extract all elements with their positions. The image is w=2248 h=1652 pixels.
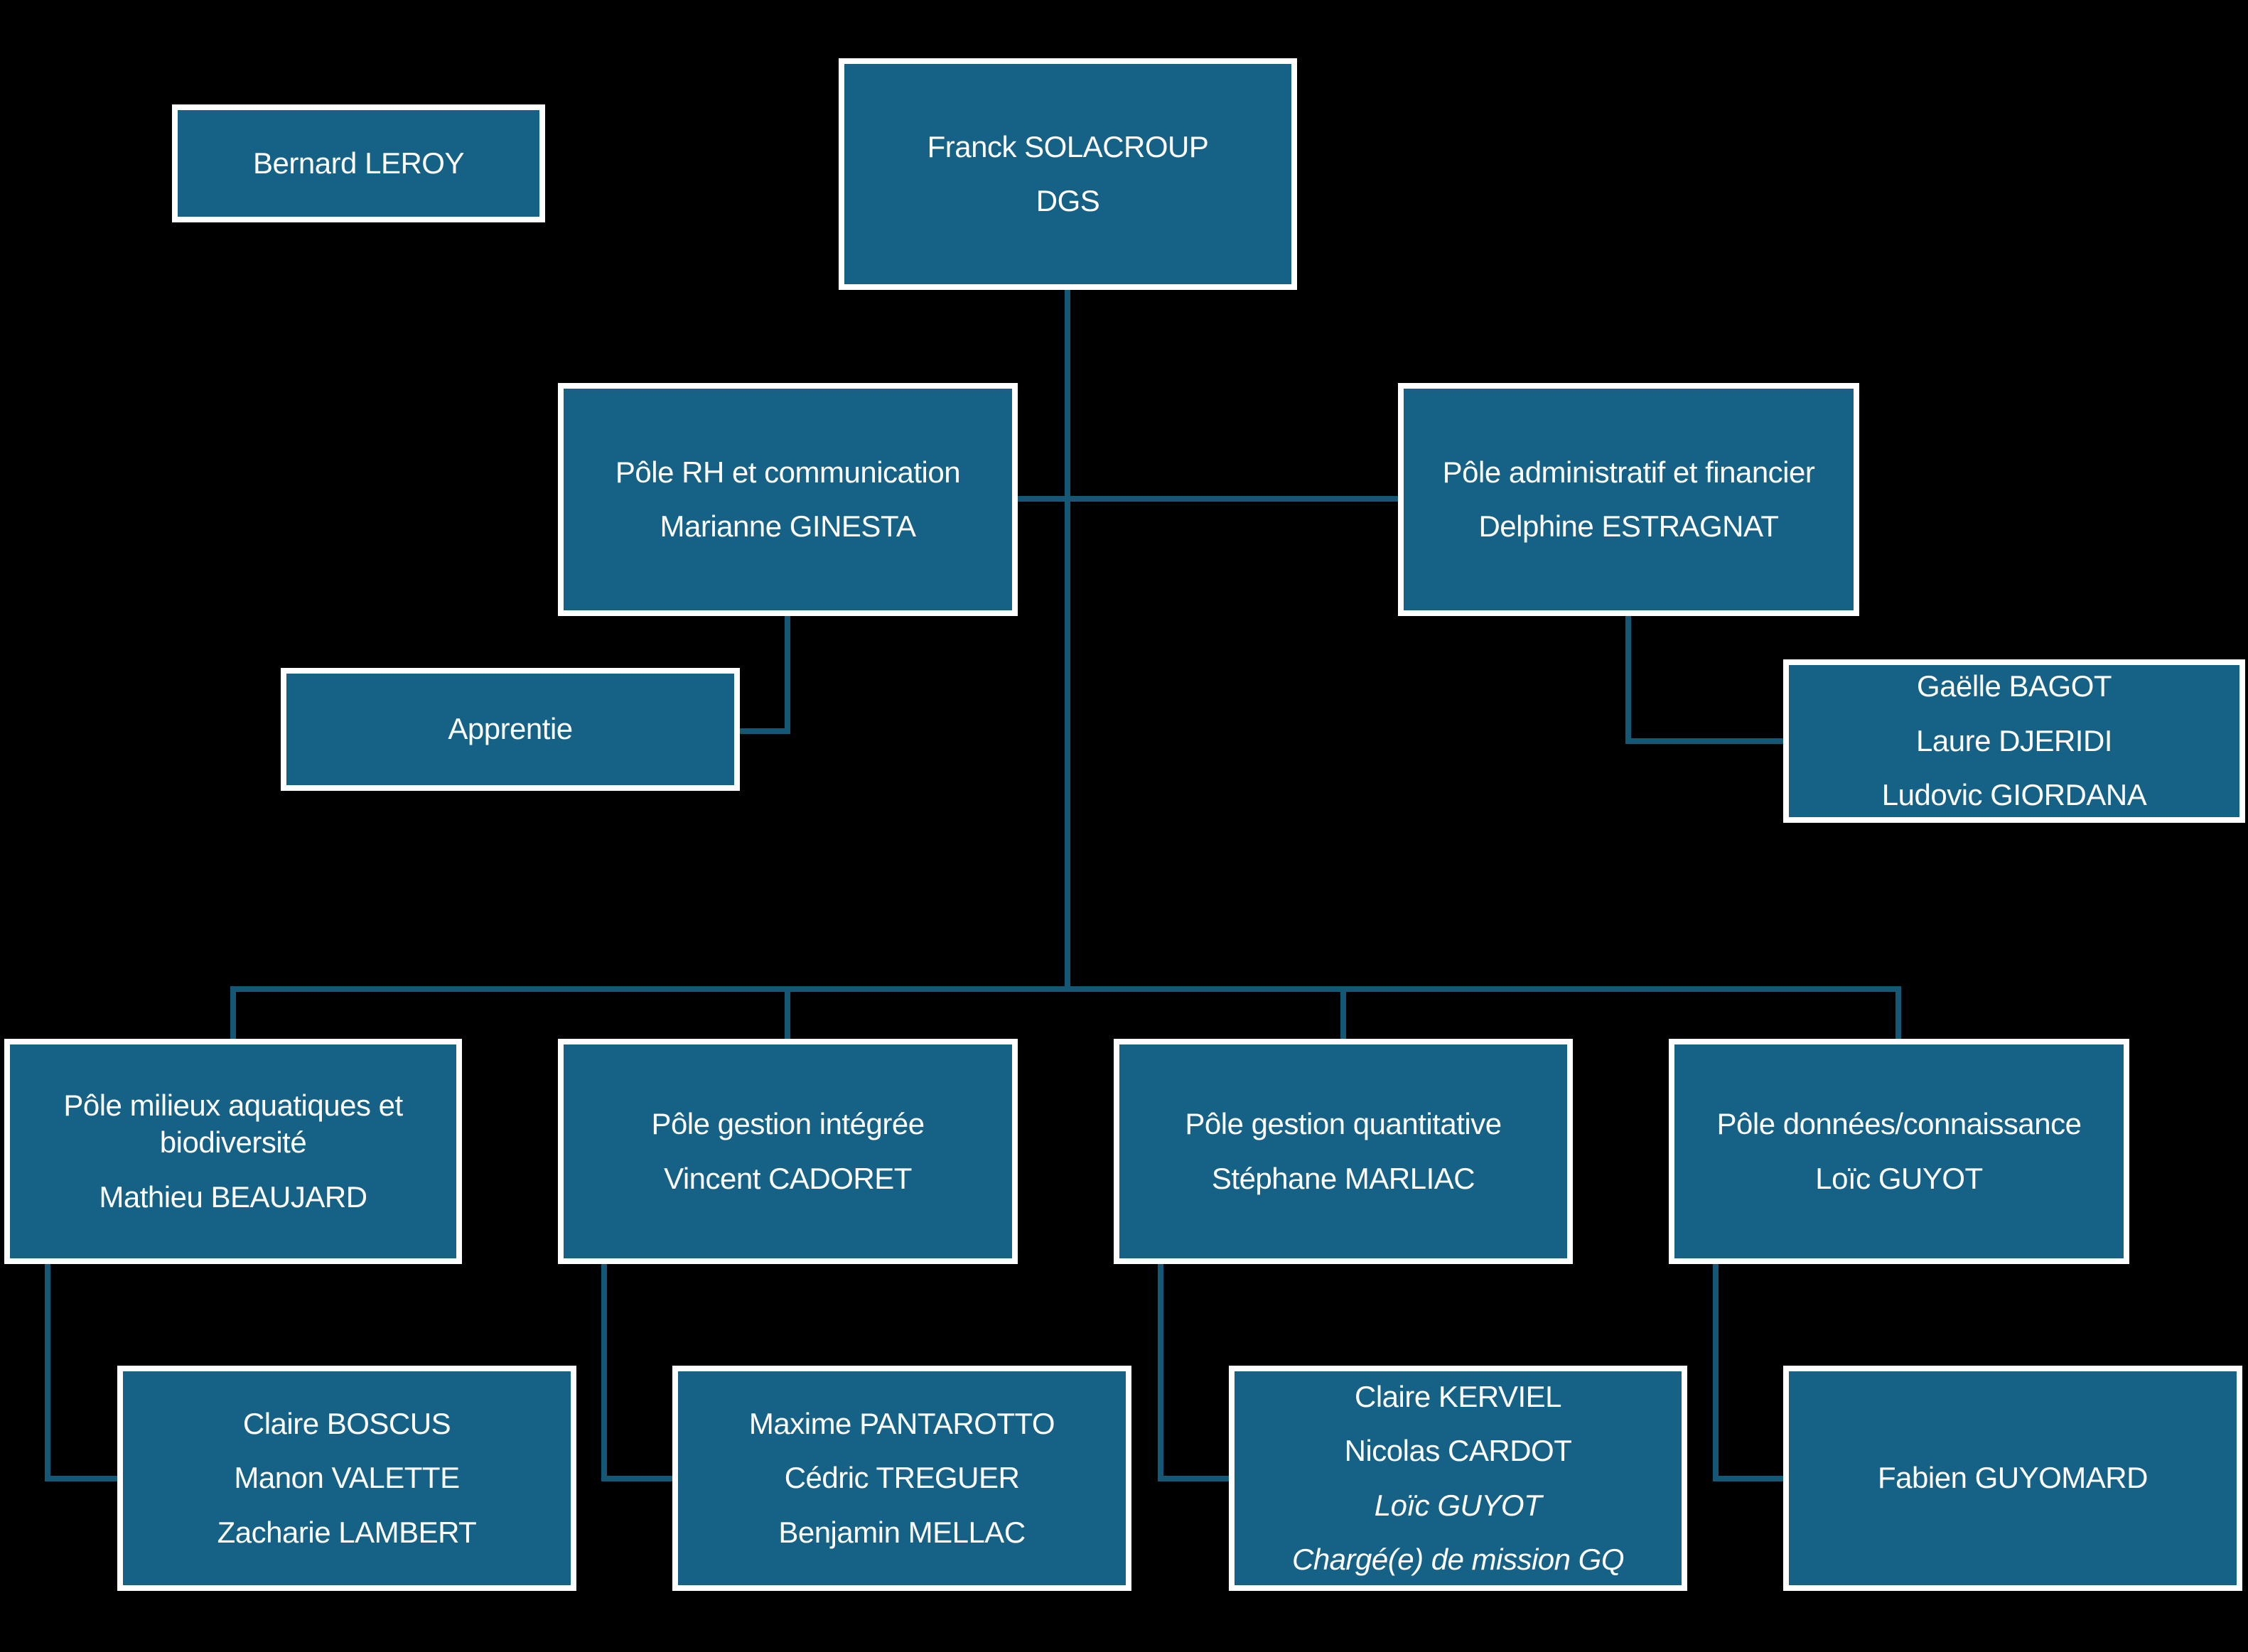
org-node-paragraph: Bernard LEROY bbox=[253, 145, 464, 183]
org-node-paragraph: Benjamin MELLAC bbox=[778, 1514, 1026, 1552]
org-node-equipe-administratif-financier: Gaëlle BAGOT Laure DJERIDI Ludovic GIORDAN… bbox=[1783, 659, 2245, 823]
org-node-text-line: Pôle gestion intégrée bbox=[651, 1107, 925, 1140]
org-node-text-line: Loïc GUYOT bbox=[1815, 1161, 1983, 1195]
org-node-paragraph: Pôle gestion quantitative bbox=[1185, 1106, 1502, 1143]
connector-rh-drop bbox=[785, 616, 790, 734]
org-node-text-line: Loïc GUYOT bbox=[1374, 1488, 1542, 1522]
org-node-text-line: Benjamin MELLAC bbox=[778, 1515, 1026, 1549]
org-node-paragraph: Chargé(e) de mission GQ bbox=[1291, 1541, 1625, 1579]
org-node-paragraph: Pôle gestion intégrée bbox=[651, 1106, 925, 1143]
org-node-paragraph: Cédric TREGUER bbox=[785, 1459, 1020, 1497]
connector-integree-staff-drop bbox=[601, 1264, 607, 1481]
org-node-equipe-milieux-aquatiques: Claire BOSCUS Manon VALETTE Zacharie LAMBE… bbox=[117, 1366, 576, 1591]
org-node-text-line: Claire BOSCUS bbox=[242, 1406, 451, 1440]
connector-admin-drop bbox=[1625, 616, 1631, 744]
connector-quantitative-staff-drop bbox=[1158, 1264, 1163, 1481]
org-node-paragraph: Pôle données/connaissance bbox=[1717, 1106, 2082, 1143]
connector-drop-milieux bbox=[230, 989, 236, 1039]
org-node-paragraph: Pôle RH et communication bbox=[615, 454, 961, 492]
org-node-text-line: Marianne GINESTA bbox=[660, 509, 916, 543]
org-node-text-line: Ludovic GIORDANA bbox=[1881, 778, 2147, 812]
org-node-bernard-leroy: Bernard LEROY bbox=[172, 104, 545, 222]
connector-milieux-staff-drop bbox=[45, 1264, 50, 1481]
org-node-paragraph: Fabien GUYOMARD bbox=[1878, 1459, 2148, 1497]
connector-drop-donnees bbox=[1895, 989, 1901, 1039]
org-node-text-line: Delphine ESTRAGNAT bbox=[1478, 509, 1779, 543]
org-node-text-line: Pôle gestion quantitative bbox=[1185, 1107, 1502, 1140]
org-node-text-line: Manon VALETTE bbox=[234, 1461, 460, 1495]
org-node-paragraph: Laure DJERIDI bbox=[1916, 723, 2112, 760]
connector-donnees-staff-drop bbox=[1713, 1264, 1719, 1481]
org-node-text-line: DGS bbox=[1036, 184, 1100, 217]
connector-rh-admin-link bbox=[1018, 496, 1398, 502]
org-node-text-line: Pôle données/connaissance bbox=[1716, 1107, 2082, 1140]
org-node-paragraph: Loïc GUYOT bbox=[1815, 1160, 1983, 1198]
connector-milieux-staff-elbow bbox=[45, 1476, 117, 1481]
org-node-text-line: Fabien GUYOMARD bbox=[1878, 1461, 2148, 1495]
org-node-dgs: Franck SOLACROUP DGS bbox=[839, 58, 1297, 290]
org-node-paragraph: Marianne GINESTA bbox=[660, 508, 916, 546]
org-node-text-line: Pôle milieux aquatiques et bbox=[63, 1088, 403, 1122]
org-node-text-line: Cédric TREGUER bbox=[784, 1461, 1020, 1495]
connector-drop-quantitative bbox=[1340, 989, 1346, 1039]
org-node-paragraph: Pôle administratif et financier bbox=[1443, 454, 1815, 492]
org-node-paragraph: Zacharie LAMBERT bbox=[217, 1514, 477, 1552]
org-node-text-line: Maxime PANTAROTTO bbox=[748, 1406, 1055, 1440]
org-node-text-line: Chargé(e) de mission GQ bbox=[1291, 1543, 1625, 1576]
org-node-paragraph: Franck SOLACROUP bbox=[927, 129, 1209, 166]
connector-apprentie-elbow bbox=[740, 728, 790, 734]
org-node-equipe-gestion-quantitative: Claire KERVIEL Nicolas CARDOT Loïc GUYOT Ch… bbox=[1229, 1366, 1687, 1591]
org-node-paragraph: DGS bbox=[1036, 183, 1100, 220]
org-node-text-line: biodiversité bbox=[159, 1125, 307, 1160]
org-node-text-line: Nicolas CARDOT bbox=[1344, 1434, 1572, 1467]
connector-distribution-bus bbox=[230, 986, 1901, 992]
connector-dgs-trunk bbox=[1065, 290, 1070, 989]
org-node-apprentie: Apprentie bbox=[281, 668, 740, 791]
org-node-paragraph: Ludovic GIORDANA bbox=[1881, 777, 2147, 814]
org-node-paragraph: Vincent CADORET bbox=[664, 1160, 912, 1198]
org-node-paragraph: Stéphane MARLIAC bbox=[1212, 1160, 1475, 1198]
org-node-paragraph: Loïc GUYOT bbox=[1375, 1487, 1542, 1525]
connector-integree-staff-elbow bbox=[601, 1476, 672, 1481]
org-node-paragraph: Mathieu BEAUJARD bbox=[99, 1179, 367, 1216]
connector-bagot-elbow bbox=[1625, 738, 1783, 744]
org-node-text-line: Zacharie LAMBERT bbox=[217, 1515, 477, 1549]
org-node-text-line: Pôle RH et communication bbox=[615, 455, 961, 489]
org-node-text-line: Franck SOLACROUP bbox=[927, 129, 1209, 163]
org-node-paragraph: Delphine ESTRAGNAT bbox=[1478, 508, 1779, 546]
org-node-text-line: Apprentie bbox=[448, 712, 573, 746]
org-node-text-line: Laure DJERIDI bbox=[1916, 723, 2112, 757]
org-node-text-line: Mathieu BEAUJARD bbox=[99, 1179, 367, 1214]
org-node-text-line: Stéphane MARLIAC bbox=[1211, 1161, 1475, 1195]
org-node-equipe-gestion-integree: Maxime PANTAROTTO Cédric TREGUER Benjamin … bbox=[672, 1366, 1131, 1591]
org-node-text-line: Bernard LEROY bbox=[253, 146, 464, 180]
org-node-text-line: Gaëlle BAGOT bbox=[1916, 669, 2112, 703]
org-node-text-line: Claire KERVIEL bbox=[1354, 1379, 1562, 1413]
org-node-paragraph: Claire KERVIEL bbox=[1354, 1378, 1562, 1416]
org-node-paragraph: Apprentie bbox=[448, 711, 573, 748]
org-node-text-line: Pôle administratif et financier bbox=[1442, 455, 1815, 489]
org-node-text-line: Vincent CADORET bbox=[664, 1161, 912, 1195]
org-node-paragraph: Nicolas CARDOT bbox=[1345, 1432, 1572, 1470]
connector-donnees-staff-elbow bbox=[1713, 1476, 1783, 1481]
connector-quantitative-staff-elbow bbox=[1158, 1476, 1229, 1481]
org-node-paragraph: Gaëlle BAGOT bbox=[1917, 668, 2112, 706]
org-node-paragraph: Maxime PANTAROTTO bbox=[749, 1405, 1055, 1443]
org-node-equipe-donnees-connaissance: Fabien GUYOMARD bbox=[1783, 1366, 2242, 1591]
connector-drop-integree bbox=[785, 989, 790, 1039]
org-node-paragraph: Manon VALETTE bbox=[234, 1459, 460, 1497]
org-node-paragraph: Claire BOSCUS bbox=[243, 1405, 451, 1443]
